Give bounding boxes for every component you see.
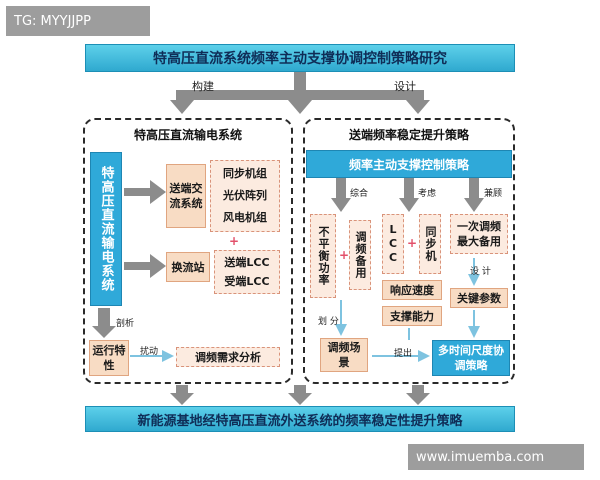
support-capacity-box: 支撑能力 <box>382 306 442 326</box>
ac-source-pv: 光伏阵列 <box>223 189 267 202</box>
fm-reserve-text: 调频备用 <box>354 231 367 279</box>
max-reserve-box: 一次调频最大备用 <box>450 214 508 254</box>
control-strategy-text: 频率主动支撑控制策略 <box>348 157 469 172</box>
label-balance: 兼顾 <box>484 189 503 199</box>
arrow-sys-to-converter <box>124 254 166 278</box>
control-strategy-box: 频率主动支撑控制策略 <box>306 150 512 178</box>
sync-machine-box: 同步机 <box>419 214 441 274</box>
converter-box: 换流站 <box>166 252 210 282</box>
arrow-cs-right-head <box>464 198 484 212</box>
converters-box: 送端LCC 受端LCC <box>214 250 280 294</box>
operation-text: 运行特性 <box>92 344 126 372</box>
arrow-bottom-left-head <box>170 393 194 405</box>
unbalanced-power-text: 不平衡功率 <box>317 226 330 286</box>
lcc-text: LCC <box>386 223 400 265</box>
uhvdc-system-label: 特高压直流输电系统 <box>90 152 122 306</box>
lcc-box: LCC <box>382 214 404 274</box>
arrow-top-mid-stem <box>294 94 306 102</box>
arrow-cs-right-stem <box>469 178 479 200</box>
bottom-title: 新能源基地经特高压直流外送系统的频率稳定性提升策略 <box>137 413 463 429</box>
arrow-top-right-stem <box>412 90 424 100</box>
response-speed-box: 响应速度 <box>382 280 442 300</box>
watermark-bottom-text: www.imuemba.com <box>416 449 545 465</box>
plus-left: + <box>229 234 240 248</box>
arrow-cs-mid-stem <box>404 178 414 200</box>
arrow-cs-left-stem <box>336 178 346 200</box>
label-design: 设计 <box>394 80 416 93</box>
watermark-top-text: TG: MYYJJPP <box>14 13 91 29</box>
ac-sources-box: 同步机组 光伏阵列 风电机组 <box>210 160 280 232</box>
unbalanced-power-box: 不平衡功率 <box>310 214 336 298</box>
arrow-bottom-left-stem <box>176 385 188 395</box>
demand-box: 调频需求分析 <box>176 347 280 367</box>
arrow-bottom-right-stem <box>412 385 424 395</box>
converter-send: 送端LCC <box>224 256 270 269</box>
left-panel-title: 特高压直流输电系统 <box>133 128 242 142</box>
arrow-top-left-head <box>170 100 194 114</box>
label-propose: 提出 <box>394 349 413 359</box>
support-capacity-text: 支撑能力 <box>390 310 434 323</box>
ac-source-wind: 风电机组 <box>223 211 267 224</box>
fm-scene-box: 调频场景 <box>320 338 368 372</box>
label-analyze: 剖析 <box>116 319 135 329</box>
ac-system-box: 送端交流系统 <box>166 164 206 228</box>
plus-right-1: + <box>339 248 350 262</box>
fm-reserve-box: 调频备用 <box>349 220 371 290</box>
arrow-bottom-mid-stem <box>294 385 306 395</box>
right-panel-title: 送端频率稳定提升策略 <box>348 128 469 142</box>
key-params-box: 关键参数 <box>450 288 508 308</box>
multi-scale-text: 多时间尺度协调策略 <box>438 344 504 372</box>
label-build: 构建 <box>192 80 214 93</box>
arrow-top-mid-head <box>288 100 312 114</box>
watermark-bottom: www.imuemba.com <box>408 444 584 470</box>
arrow-top-stem <box>294 72 306 94</box>
label-consider: 考虑 <box>418 189 437 199</box>
label-design2: 设 计 <box>470 267 491 277</box>
top-title: 特高压直流系统频率主动支撑协调控制策略研究 <box>153 51 447 67</box>
label-combine: 综合 <box>350 189 369 199</box>
top-title-bar: 特高压直流系统频率主动支撑协调控制策略研究 <box>85 44 515 72</box>
right-panel <box>303 118 515 384</box>
multi-scale-box: 多时间尺度协调策略 <box>432 340 510 376</box>
response-speed-text: 响应速度 <box>390 284 434 297</box>
max-reserve-text: 一次调频最大备用 <box>457 220 501 248</box>
arrow-top-right-head <box>406 100 430 114</box>
arrow-cs-mid-head <box>399 198 419 212</box>
arrow-sys-to-ac <box>124 180 166 204</box>
converter-receive: 受端LCC <box>224 275 270 288</box>
ac-system-text: 送端交流系统 <box>169 182 203 210</box>
watermark-top: TG: MYYJJPP <box>6 6 150 36</box>
sync-machine-text: 同步机 <box>424 226 437 262</box>
arrow-bottom-right-head <box>406 393 430 405</box>
arrow-down-analyze-stem <box>98 308 110 328</box>
arrow-top-left-stem <box>176 90 188 100</box>
label-disturb: 扰动 <box>140 347 159 357</box>
uhvdc-system-text: 特高压直流输电系统 <box>98 166 114 292</box>
left-panel <box>83 118 293 384</box>
operation-box: 运行特性 <box>89 340 129 376</box>
fm-scene-text: 调频场景 <box>327 341 361 369</box>
arrow-down-analyze-head <box>92 326 116 338</box>
arrow-cs-left-head <box>331 198 351 212</box>
converter-text: 换流站 <box>171 261 205 274</box>
ac-source-sync: 同步机组 <box>223 167 267 180</box>
key-params-text: 关键参数 <box>457 292 501 305</box>
demand-text: 调频需求分析 <box>195 351 261 364</box>
bottom-title-bar: 新能源基地经特高压直流外送系统的频率稳定性提升策略 <box>85 406 515 432</box>
label-divide: 划 分 <box>318 317 339 327</box>
plus-right-2: + <box>407 236 418 250</box>
arrow-bottom-mid-head <box>288 393 312 405</box>
